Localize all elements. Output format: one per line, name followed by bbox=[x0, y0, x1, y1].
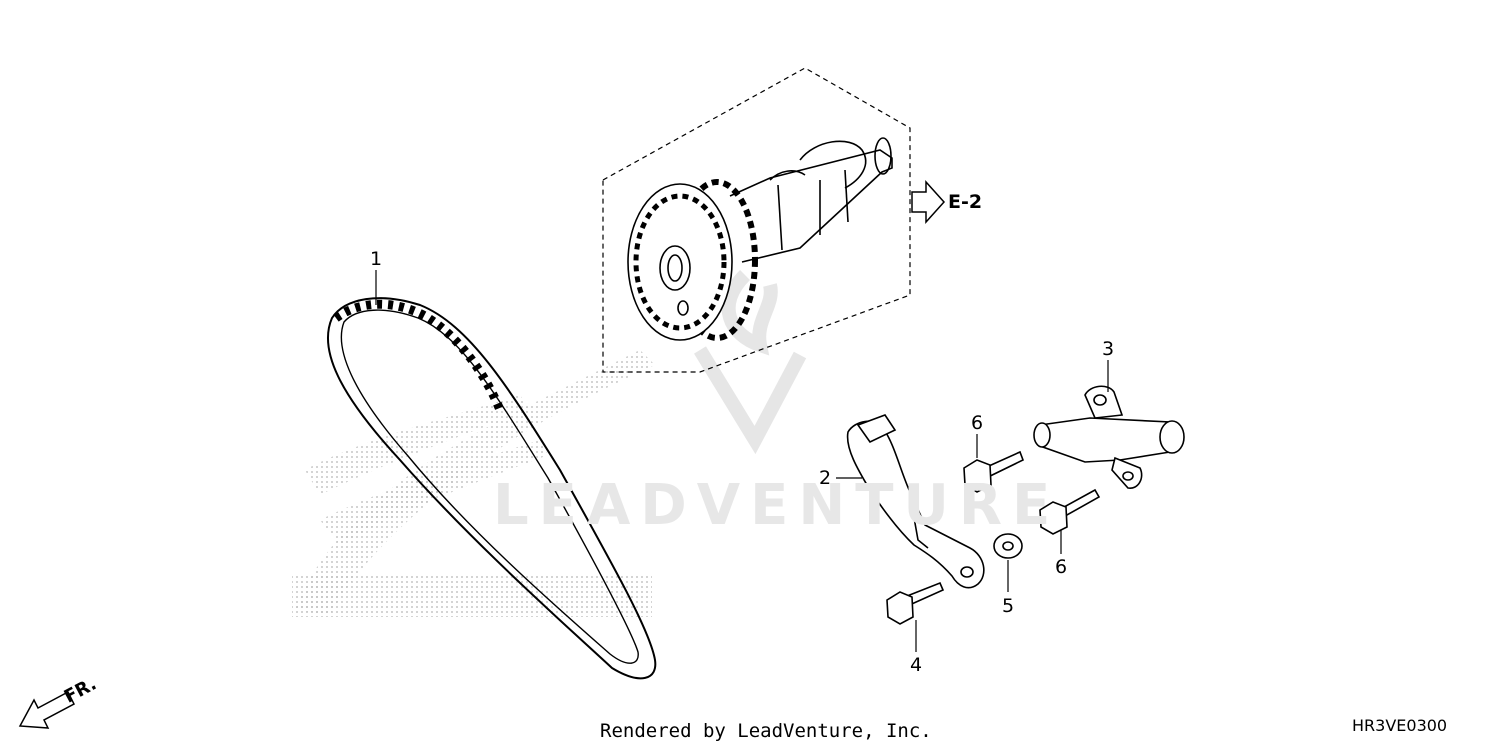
brand-logo-watermark bbox=[292, 350, 655, 617]
washer-icon bbox=[993, 533, 1023, 559]
watermark-text: LEADVENTURE bbox=[493, 473, 1061, 538]
callout-3[interactable]: 3 bbox=[1102, 338, 1115, 360]
tensioner-lifter-icon bbox=[1033, 385, 1185, 489]
diagram-code: HR3VE0300 bbox=[1352, 716, 1448, 735]
reference-arrow-icon bbox=[911, 180, 946, 224]
cam-sprocket-icon bbox=[627, 179, 758, 341]
leadventure-logo-watermark bbox=[694, 270, 807, 455]
callout-2[interactable]: 2 bbox=[819, 467, 832, 489]
bolt-icon bbox=[1039, 488, 1101, 535]
callout-6[interactable]: 6 bbox=[1055, 556, 1068, 578]
tensioner-slipper-icon bbox=[846, 414, 985, 589]
bolt-icon bbox=[963, 450, 1025, 493]
callout-1[interactable]: 1 bbox=[370, 248, 383, 270]
camshaft-assembly-boundary bbox=[602, 67, 911, 373]
reference-label[interactable]: E-2 bbox=[948, 191, 983, 213]
callout-4[interactable]: 4 bbox=[910, 654, 923, 676]
footer-credit: Rendered by LeadVenture, Inc. bbox=[600, 720, 932, 742]
front-direction-arrow-icon bbox=[18, 690, 75, 729]
callout-5[interactable]: 5 bbox=[1002, 595, 1015, 617]
callout-6[interactable]: 6 bbox=[971, 412, 984, 434]
camshaft-icon bbox=[729, 137, 893, 263]
leader-lines bbox=[375, 270, 1109, 652]
bolt-icon bbox=[886, 581, 945, 625]
cam-chain-icon bbox=[326, 297, 657, 680]
